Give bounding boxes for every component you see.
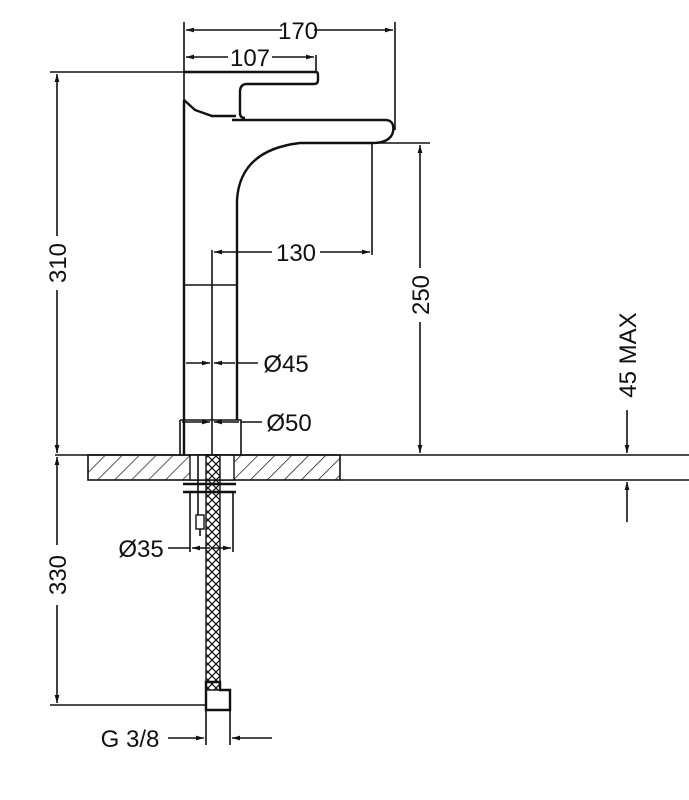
dim-45-max: 45 MAX [615, 312, 642, 397]
dim-330: 330 [45, 555, 72, 595]
dim-diameter-45: Ø45 [263, 351, 308, 378]
countertop [55, 454, 689, 481]
dimension-lines [50, 22, 630, 745]
supply-hose [183, 454, 236, 712]
dim-130: 130 [276, 240, 316, 267]
dim-diameter-35: Ø35 [118, 536, 163, 563]
dim-310: 310 [45, 243, 72, 283]
dim-170: 170 [278, 18, 318, 45]
dim-diameter-50: Ø50 [266, 410, 311, 437]
connection-label: G 3/8 [101, 726, 160, 753]
dim-107: 107 [230, 45, 270, 72]
dim-250: 250 [408, 275, 435, 315]
